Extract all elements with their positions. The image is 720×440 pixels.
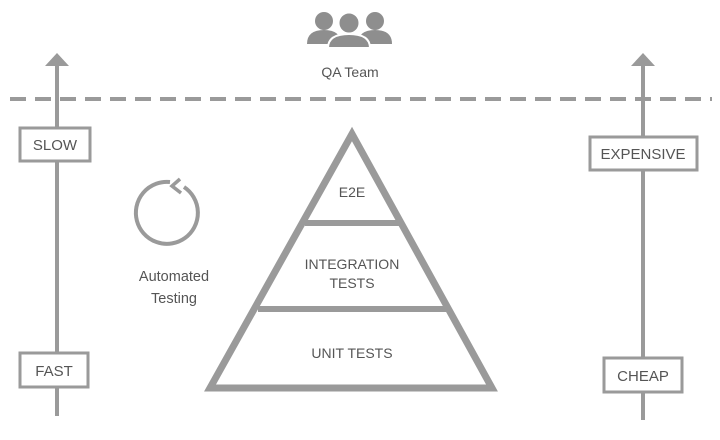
cheap-label: CHEAP (617, 368, 669, 385)
test-pyramid: E2E INTEGRATION TESTS UNIT TESTS (204, 126, 498, 392)
testing-label: Testing (151, 291, 197, 307)
fast-label: FAST (35, 363, 73, 380)
pyramid-tests-label: TESTS (329, 275, 374, 291)
automated-label: Automated (139, 269, 209, 285)
people-group-icon (307, 11, 392, 49)
pyramid-e2e-label: E2E (339, 184, 365, 200)
pyramid-unit-tests-label: UNIT TESTS (311, 345, 392, 361)
fast-label-box (18, 351, 90, 389)
right-axis: EXPENSIVE CHEAP (588, 53, 699, 420)
expensive-label-box (588, 135, 699, 172)
left-axis-arrowhead (45, 53, 69, 66)
cheap-label-box (602, 356, 684, 394)
team-label: QA Team (321, 64, 378, 80)
slow-label-box (18, 126, 92, 163)
left-axis: SLOW FAST (18, 53, 92, 416)
expensive-label: EXPENSIVE (600, 146, 685, 163)
pyramid-integration-label: INTEGRATION (305, 256, 400, 272)
pyramid-outline (204, 126, 498, 392)
right-axis-arrowhead (631, 53, 655, 66)
slow-label: SLOW (33, 137, 78, 154)
cycle-arrow-icon (133, 177, 200, 246)
